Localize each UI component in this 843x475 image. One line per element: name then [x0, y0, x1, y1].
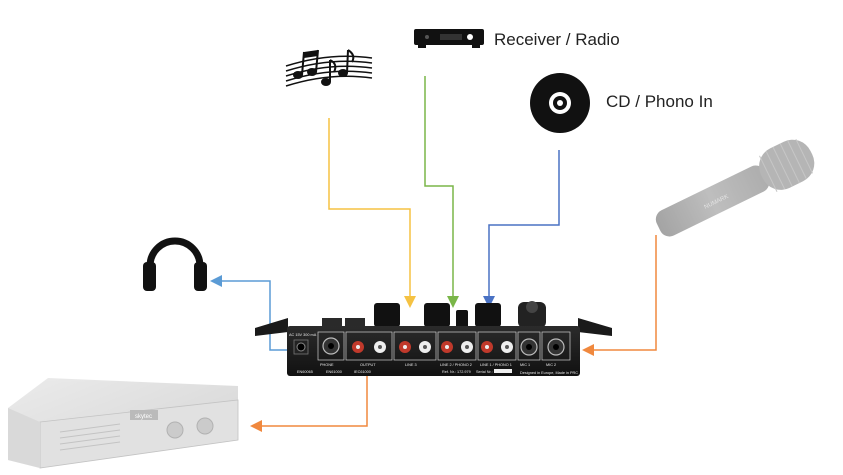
mic-connection-line — [582, 235, 657, 356]
panel-label-line1: LINE 1 / PHONO 1 — [480, 363, 512, 367]
receiver-icon — [414, 29, 484, 48]
mixer-device: PHONE OUTPUT LINE 3 LINE 2 / PHONO 2 LIN… — [255, 301, 612, 376]
music-notes-icon — [285, 49, 373, 87]
yellow-connection-line — [328, 118, 416, 308]
amp-connection-line — [250, 374, 368, 432]
panel-label-phone: PHONE — [320, 363, 334, 367]
panel-footer: Designed in Europe, Made in PRC — [520, 371, 578, 375]
panel-label-output: OUTPUT — [360, 363, 376, 367]
panel-serial: Serial Nr.: — [476, 370, 493, 374]
blue-connection-line — [483, 150, 560, 308]
panel-cert-left: EN60065 — [297, 370, 313, 374]
receiver-label: Receiver / Radio — [494, 30, 620, 49]
panel-label-line2: LINE 2 / PHONO 2 — [440, 363, 472, 367]
panel-label-mic2: MIC 2 — [546, 363, 556, 367]
serial-sticker — [494, 369, 512, 373]
panel-label-line3: LINE 3 — [405, 363, 417, 367]
cd-icon — [530, 73, 590, 133]
panel-label-mic1: MIC 1 — [520, 363, 530, 367]
panel-label-ac: AC 15V 300 mA — [289, 333, 317, 337]
amp-brand: skytec — [135, 414, 152, 420]
cd-phono-label: CD / Phono In — [606, 92, 713, 111]
panel-cert-mid: EN61000 — [326, 370, 342, 374]
panel-cert-right: IEC61000 — [354, 370, 371, 374]
headphones-icon — [143, 237, 207, 291]
green-connection-line — [424, 76, 459, 308]
panel-ref: Ref. Nr.: 172.979 — [442, 370, 471, 374]
amplifier-image: skytec — [8, 378, 239, 469]
microphone-image: NUMARK — [655, 138, 815, 237]
